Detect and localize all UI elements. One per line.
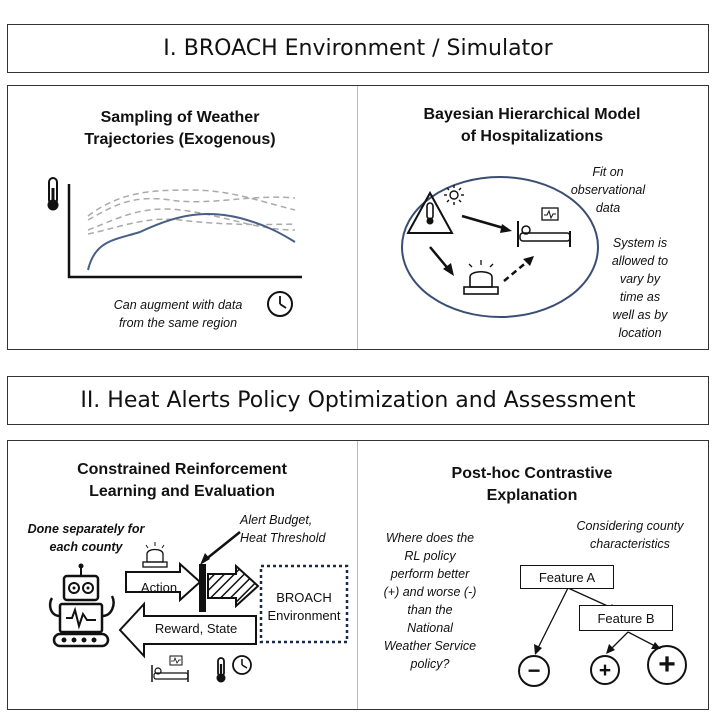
section-1-divider xyxy=(357,86,358,349)
rl-done-note: Done separately for each county xyxy=(16,520,156,556)
bayes-sys-line-5: well as by xyxy=(612,308,668,322)
section-1-title-box: I. BROACH Environment / Simulator xyxy=(7,24,709,73)
rl-done-line-1: Done separately for xyxy=(27,522,145,536)
rl-title: Constrained Reinforcement Learning and E… xyxy=(32,459,332,503)
plus-large-symbol: + xyxy=(658,648,676,681)
weather-note-line-2: from the same region xyxy=(118,316,238,330)
minus-outcome-node: − xyxy=(518,655,550,687)
clock-small-icon xyxy=(232,655,252,675)
posthoc-q-line-5: than the xyxy=(407,603,453,617)
posthoc-q-line-1: Where does the xyxy=(385,531,475,545)
county-note-line-2: characteristics xyxy=(590,537,670,551)
weather-note: Can augment with data from the same regi… xyxy=(78,296,278,332)
posthoc-question: Where does the RL policy perform better … xyxy=(370,529,490,673)
rl-budget-line-2: Heat Threshold xyxy=(240,531,326,545)
feature-b-node[interactable]: Feature B xyxy=(579,605,673,631)
broach-environment-label: BROACH Environment xyxy=(262,589,346,625)
feature-a-node[interactable]: Feature A xyxy=(520,565,614,589)
broach-env-line-2: Environment xyxy=(267,608,341,623)
robot-agent-icon xyxy=(48,563,115,648)
clock-icon xyxy=(267,291,293,317)
county-note-line-1: Considering county xyxy=(576,519,684,533)
edge-b-to-plus-small xyxy=(606,631,629,654)
hospital-bed-small-icon xyxy=(151,655,189,682)
bayes-sys-line-4: time as xyxy=(619,290,661,304)
arrow-alert-to-hospital-dashed xyxy=(503,256,534,282)
bayes-sys-line-2: allowed to xyxy=(611,254,669,268)
section-2-title-box: II. Heat Alerts Policy Optimization and … xyxy=(7,376,709,425)
rl-budget-note: Alert Budget, Heat Threshold xyxy=(240,511,350,547)
plus-small-symbol: + xyxy=(598,658,612,682)
reward-state-label: Reward, State xyxy=(154,621,238,636)
bayes-sys-line-1: System is xyxy=(612,236,668,250)
sampled-trajectory-4 xyxy=(87,218,296,235)
sun-icon xyxy=(444,185,464,205)
posthoc-q-line-8: policy? xyxy=(410,657,450,671)
county-note: Considering county characteristics xyxy=(565,517,695,553)
bayes-sys-line-6: location xyxy=(618,326,662,340)
constraint-barrier xyxy=(199,564,206,612)
posthoc-q-line-2: RL policy xyxy=(404,549,456,563)
plus-large-outcome-node: + xyxy=(647,645,687,685)
arrow-heat-to-alert xyxy=(429,246,454,276)
posthoc-title-line-1: Post-hoc Contrastive xyxy=(451,465,613,482)
rl-title-line-1: Constrained Reinforcement xyxy=(77,461,287,478)
section-2-divider xyxy=(357,441,358,709)
siren-icon xyxy=(463,260,499,295)
bayes-system-note: System is allowed to vary by time as wel… xyxy=(595,234,685,342)
section-1-panel xyxy=(7,85,709,350)
broach-env-line-1: BROACH xyxy=(276,590,332,605)
posthoc-q-line-7: Weather Service xyxy=(383,639,477,653)
rl-loop-diagram xyxy=(48,531,349,683)
bayes-model-diagram xyxy=(401,176,599,318)
action-arrow[interactable] xyxy=(125,561,202,603)
rl-done-line-2: each county xyxy=(49,540,123,554)
constrained-action-arrow xyxy=(207,563,260,609)
posthoc-title: Post-hoc Contrastive Explanation xyxy=(382,463,682,507)
edge-a-to-minus xyxy=(534,587,569,655)
bayes-fit-note: Fit on observational data xyxy=(548,163,668,217)
weather-title-line-2: Trajectories (Exogenous) xyxy=(84,131,276,148)
bayes-sys-line-3: vary by xyxy=(619,272,661,286)
sampled-trajectory-2 xyxy=(87,196,296,221)
edge-b-to-plus-large xyxy=(627,631,661,649)
observed-trajectory xyxy=(87,212,296,271)
plot-axes xyxy=(67,184,302,279)
budget-pointer-arrow xyxy=(200,531,241,565)
posthoc-q-line-6: National xyxy=(407,621,453,635)
sampled-trajectory-3 xyxy=(87,208,296,231)
bayes-title-line-1: Bayesian Hierarchical Model xyxy=(423,106,641,123)
bayes-title-line-2: of Hospitalizations xyxy=(460,128,604,145)
thermometer-small-icon xyxy=(216,657,226,683)
posthoc-title-line-2: Explanation xyxy=(486,487,578,504)
alert-siren-icon xyxy=(142,542,168,568)
bayes-fit-line-3: data xyxy=(595,201,621,215)
posthoc-q-line-4: (+) and worse (-) xyxy=(383,585,477,599)
action-label: Action xyxy=(140,580,178,595)
weather-title-line-1: Sampling of Weather xyxy=(100,109,260,126)
thermometer-icon xyxy=(47,177,59,211)
rl-budget-line-1: Alert Budget, xyxy=(240,513,313,527)
broach-environment-box[interactable] xyxy=(259,564,349,644)
bayes-fit-line-1: Fit on xyxy=(592,165,624,179)
heat-warning-icon xyxy=(406,190,454,234)
weather-note-line-1: Can augment with data xyxy=(113,298,243,312)
section-1-title: I. BROACH Environment / Simulator xyxy=(163,36,553,61)
bayes-title: Bayesian Hierarchical Model of Hospitali… xyxy=(382,104,682,148)
minus-symbol: − xyxy=(527,658,541,683)
hospital-bed-icon xyxy=(517,207,571,247)
section-2-title: II. Heat Alerts Policy Optimization and … xyxy=(80,388,636,413)
sampled-trajectory-1 xyxy=(87,189,296,217)
bayes-fit-line-2: observational xyxy=(570,183,646,197)
plus-small-outcome-node: + xyxy=(590,655,620,685)
weather-title: Sampling of Weather Trajectories (Exogen… xyxy=(30,107,330,151)
reward-state-arrow[interactable] xyxy=(118,601,257,659)
weather-trajectories-plot xyxy=(47,177,302,279)
posthoc-q-line-3: perform better xyxy=(390,567,470,581)
rl-title-line-2: Learning and Evaluation xyxy=(89,483,275,500)
arrow-heat-to-hospital xyxy=(461,214,512,233)
